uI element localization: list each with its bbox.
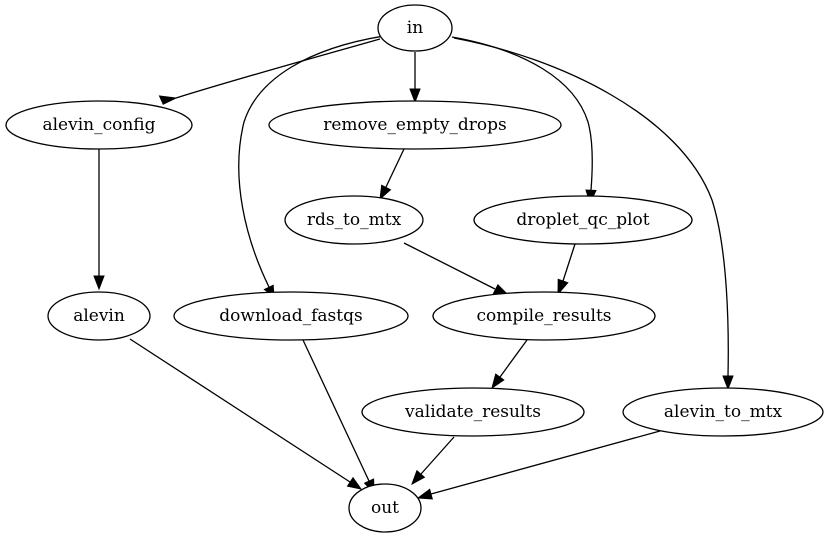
node-droplet-qc-plot: droplet_qc_plot <box>473 195 693 245</box>
edge-alevin-to-mtx-to-out <box>416 430 661 500</box>
node-label: download_fastqs <box>219 306 362 326</box>
edge-in-to-alevin-to-mtx <box>453 37 734 391</box>
node-label: droplet_qc_plot <box>516 210 649 230</box>
edge-droplet-qc-plot-to-compile-results <box>557 243 576 296</box>
node-label: rds_to_mtx <box>307 210 402 230</box>
edge-remove-empty-drops-to-rds-to-mtx <box>379 148 405 201</box>
node-compile-results: compile_results <box>432 291 656 341</box>
edge-rds-to-mtx-to-compile-results <box>403 242 510 296</box>
node-alevin: alevin <box>47 291 151 341</box>
node-label: remove_empty_drops <box>323 115 507 135</box>
node-label: alevin_to_mtx <box>664 402 783 422</box>
edge-compile-results-to-validate-results <box>491 339 528 390</box>
node-validate-results: validate_results <box>361 387 585 437</box>
node-label: in <box>407 18 423 38</box>
edge-validate-results-to-out <box>411 436 455 486</box>
node-download-fastqs: download_fastqs <box>173 291 409 341</box>
node-label: alevin_config <box>42 115 155 135</box>
node-rds-to-mtx: rds_to_mtx <box>284 195 424 245</box>
node-remove-empty-drops: remove_empty_drops <box>268 100 562 150</box>
node-alevin-config: alevin_config <box>5 100 193 150</box>
node-out: out <box>348 483 422 533</box>
edge-alevin-config-to-alevin <box>93 149 105 291</box>
node-alevin-to-mtx: alevin_to_mtx <box>622 387 824 437</box>
node-label: out <box>371 498 399 518</box>
node-label: alevin <box>73 306 125 326</box>
edge-in-to-download-fastqs <box>238 35 385 299</box>
node-in: in <box>377 4 453 52</box>
edge-alevin-to-out <box>129 338 363 490</box>
node-label: compile_results <box>476 306 611 326</box>
edge-in-to-remove-empty-drops <box>409 52 421 104</box>
edge-in-to-alevin-config <box>158 38 381 105</box>
node-label: validate_results <box>404 402 541 422</box>
